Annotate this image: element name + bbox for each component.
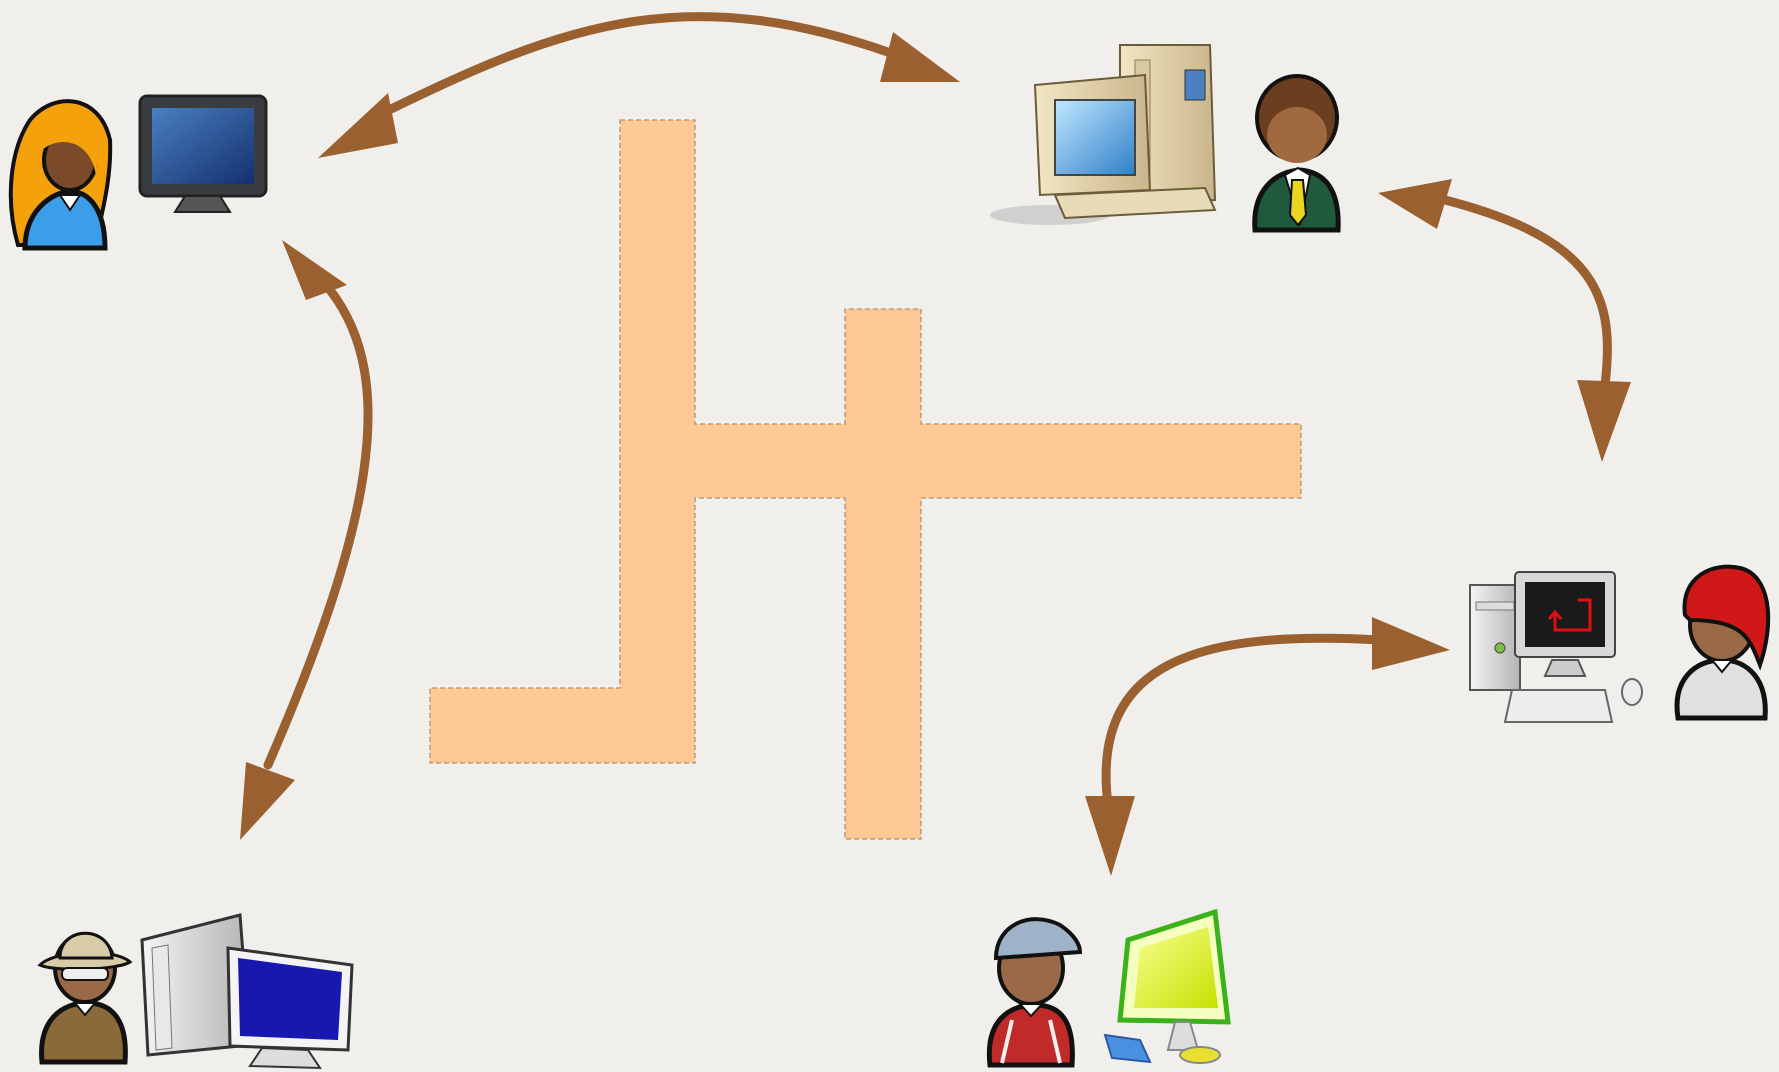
beige-desktop-pc-icon — [990, 45, 1215, 225]
user-blonde-woman — [11, 96, 266, 248]
arrowhead-icon — [240, 762, 295, 840]
user-businessman — [990, 45, 1338, 230]
user-blue-cap — [989, 912, 1228, 1065]
arrowhead-icon — [1372, 617, 1450, 670]
tower-pc-blue-monitor-icon — [142, 915, 352, 1068]
businessman-avatar — [1255, 76, 1338, 230]
network-junction-shape — [430, 120, 1301, 839]
connection-arrow-bottom-right — [1106, 638, 1380, 805]
arrowhead-icon — [1378, 179, 1452, 229]
terminal-pc-icon — [1470, 572, 1642, 722]
connection-arrow-right — [1445, 200, 1607, 385]
green-lcd-monitor-icon — [1105, 912, 1228, 1063]
connection-arrow-left — [268, 290, 368, 765]
arrowhead-icon — [318, 93, 398, 158]
flat-monitor-icon — [140, 96, 266, 212]
arrowhead-icon — [880, 32, 960, 82]
blue-cap-avatar — [989, 919, 1080, 1065]
arrowhead-icon — [282, 240, 347, 300]
red-cap-avatar — [1677, 567, 1768, 718]
user-hat-sunglasses — [40, 915, 352, 1068]
connection-arrow-top — [375, 17, 902, 117]
arrowhead-icon — [1577, 380, 1631, 462]
arrowhead-icon — [1085, 796, 1135, 876]
hat-sunglasses-avatar — [40, 933, 130, 1062]
blonde-woman-avatar — [11, 101, 110, 248]
user-red-cap — [1470, 567, 1768, 722]
